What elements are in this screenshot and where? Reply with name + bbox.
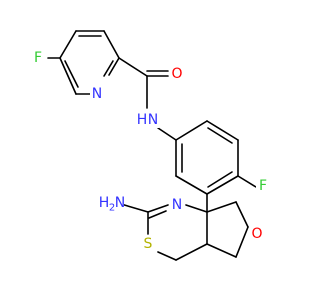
oxygen-atom-label: O — [171, 66, 182, 82]
nitrogen-atom-label: N — [172, 197, 182, 213]
bond — [175, 243, 208, 261]
bond — [64, 60, 79, 88]
bond — [235, 226, 249, 258]
bond — [103, 60, 114, 77]
bond — [185, 204, 208, 213]
bond-group — [47, 30, 257, 261]
bond — [206, 175, 239, 195]
bond — [148, 210, 167, 219]
bond — [175, 120, 208, 141]
bond — [59, 30, 77, 59]
nitrogen-atom-label: N — [92, 86, 102, 102]
bond — [118, 57, 148, 77]
amide-nitrogen-label: N — [148, 112, 158, 128]
bond — [206, 243, 237, 258]
amine-nitrogen-label: N — [115, 195, 125, 211]
amine-hydrogen-label: H — [99, 195, 110, 211]
bond — [108, 57, 120, 76]
bond — [206, 201, 237, 213]
bond — [147, 204, 169, 213]
bond — [237, 175, 257, 188]
atom-label-group: F N O H N F H 2 N N O S — [31, 50, 270, 252]
bond — [59, 57, 77, 95]
bond — [103, 30, 120, 59]
bond — [157, 127, 177, 141]
oxygen-atom-label: O — [251, 226, 262, 242]
bond — [207, 127, 233, 144]
bond — [157, 251, 177, 261]
fluorine-atom-label: F — [34, 50, 42, 66]
amide-hydrogen-label: H — [137, 112, 148, 128]
bond — [175, 175, 208, 195]
bond — [206, 120, 239, 141]
fluorine-atom-label: F — [259, 178, 267, 194]
amine-subscript-label: 2 — [109, 203, 115, 214]
bond — [207, 171, 233, 188]
bond — [120, 203, 149, 213]
bond — [235, 201, 249, 228]
molecule-structure-diagram: F N O H N F H 2 N N O S — [31, 30, 270, 261]
sulfur-atom-label: S — [144, 236, 153, 252]
